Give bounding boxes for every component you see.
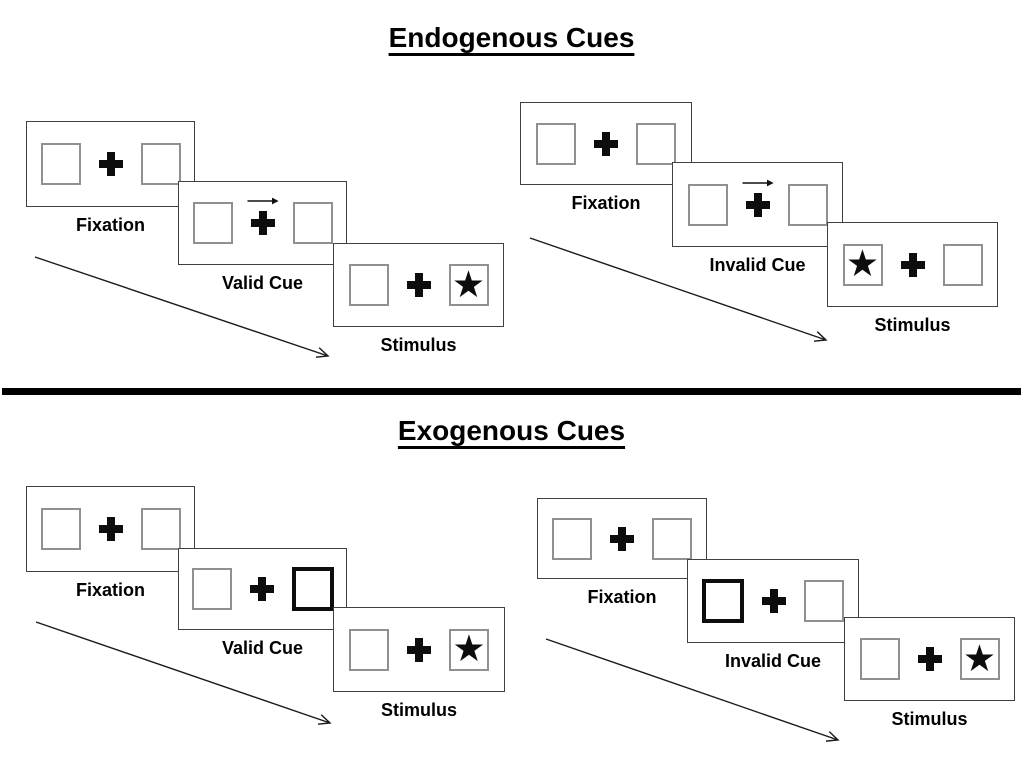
fixation-cross-icon <box>594 131 618 156</box>
endo-invalid-fixation-screen: Fixation <box>520 102 692 213</box>
screen-label: Fixation <box>587 587 657 607</box>
fixation-cross-icon <box>407 637 431 662</box>
screen-label: Fixation <box>75 215 146 235</box>
screen-label: Invalid Cue <box>724 651 822 671</box>
exo-invalid-fixation-screen: Fixation <box>537 498 707 607</box>
fixation-cross-icon <box>406 273 431 297</box>
display-row: ★ <box>859 636 1000 680</box>
cue-center <box>247 197 279 235</box>
exo-invalid-cue-screen: Invalid Cue <box>687 559 859 671</box>
right-placeholder-box <box>140 143 181 185</box>
exo-valid-stimulus-screen: ★ Stimulus <box>333 607 505 720</box>
display-row <box>40 143 181 185</box>
screen-label: Stimulus <box>380 700 458 720</box>
right-placeholder-box: ★ <box>959 636 1000 680</box>
endo-valid-stimulus-screen: ★ Stimulus <box>333 243 504 355</box>
display-row <box>702 579 844 623</box>
right-arrow-cue-icon <box>742 179 774 186</box>
right-arrow-cue-icon <box>247 197 279 205</box>
right-placeholder-box <box>787 183 828 226</box>
section-divider <box>2 388 1021 395</box>
endo-invalid-cue-screen: Invalid Cue <box>672 162 843 275</box>
left-placeholder-box: ★ <box>842 242 883 286</box>
fixation-cross-icon <box>249 577 274 601</box>
exogenous-section-title: Exogenous Cues <box>397 415 626 446</box>
right-placeholder-box: ★ <box>448 262 489 306</box>
display-row: ★ <box>348 262 489 306</box>
fixation-cross-icon <box>745 192 770 217</box>
fixation-cross-icon <box>900 252 925 277</box>
endo-valid-cue-screen: Valid Cue <box>178 181 347 293</box>
display-row <box>536 122 676 165</box>
star-stimulus-icon: ★ <box>845 242 880 285</box>
left-placeholder-box <box>192 202 233 244</box>
star-stimulus-icon: ★ <box>451 262 486 306</box>
screen-label: Stimulus <box>874 315 951 335</box>
fixation-cross-icon <box>610 526 634 551</box>
thick-box-cue-icon <box>291 567 334 611</box>
display-row: ★ <box>842 242 983 286</box>
screen-label: Valid Cue <box>221 638 304 658</box>
display-row <box>192 197 333 244</box>
right-placeholder-box <box>636 122 676 165</box>
timeline-arrow-endo-valid <box>34 256 330 358</box>
exo-valid-cue-screen: Valid Cue <box>178 548 347 658</box>
fixation-cross-icon <box>917 647 942 671</box>
screen-label: Valid Cue <box>221 273 304 293</box>
thick-box-cue-icon <box>702 579 744 623</box>
right-placeholder-box: ★ <box>449 627 489 671</box>
left-placeholder-box <box>191 568 232 610</box>
right-placeholder-box <box>804 580 844 622</box>
endo-invalid-stimulus-screen: ★ Stimulus <box>827 222 998 335</box>
left-placeholder-box <box>40 143 81 185</box>
screen-label: Invalid Cue <box>709 255 806 275</box>
star-stimulus-icon: ★ <box>452 627 486 670</box>
left-placeholder-box <box>348 264 389 306</box>
cue-center <box>742 179 774 217</box>
left-placeholder-box <box>40 508 81 550</box>
right-placeholder-box <box>652 517 692 560</box>
display-row <box>552 517 692 560</box>
screen-label: Fixation <box>571 193 641 213</box>
right-placeholder-box <box>140 508 181 550</box>
fixation-cross-icon <box>250 211 275 235</box>
left-placeholder-box <box>552 517 592 560</box>
endo-valid-fixation-screen: Fixation <box>26 121 195 235</box>
screen-label: Stimulus <box>891 709 968 729</box>
display-row <box>191 567 334 611</box>
endogenous-section-title: Endogenous Cues <box>388 22 635 53</box>
star-stimulus-icon: ★ <box>962 636 997 680</box>
left-placeholder-box <box>536 122 576 165</box>
right-placeholder-box <box>942 243 983 286</box>
fixation-cross-icon <box>98 152 123 176</box>
exo-valid-fixation-screen: Fixation <box>26 486 195 600</box>
timeline-arrow-endo-invalid <box>529 237 828 342</box>
left-placeholder-box <box>859 638 900 680</box>
screen-label: Stimulus <box>380 335 457 355</box>
fixation-cross-icon <box>762 589 786 613</box>
display-row: ★ <box>349 627 489 671</box>
exo-invalid-stimulus-screen: ★ Stimulus <box>844 617 1015 729</box>
display-row <box>687 179 828 226</box>
screen-label: Fixation <box>75 580 146 600</box>
fixation-cross-icon <box>98 517 123 541</box>
right-placeholder-box <box>292 202 333 244</box>
left-placeholder-box <box>687 183 728 226</box>
left-placeholder-box <box>349 628 389 671</box>
display-row <box>40 508 181 550</box>
